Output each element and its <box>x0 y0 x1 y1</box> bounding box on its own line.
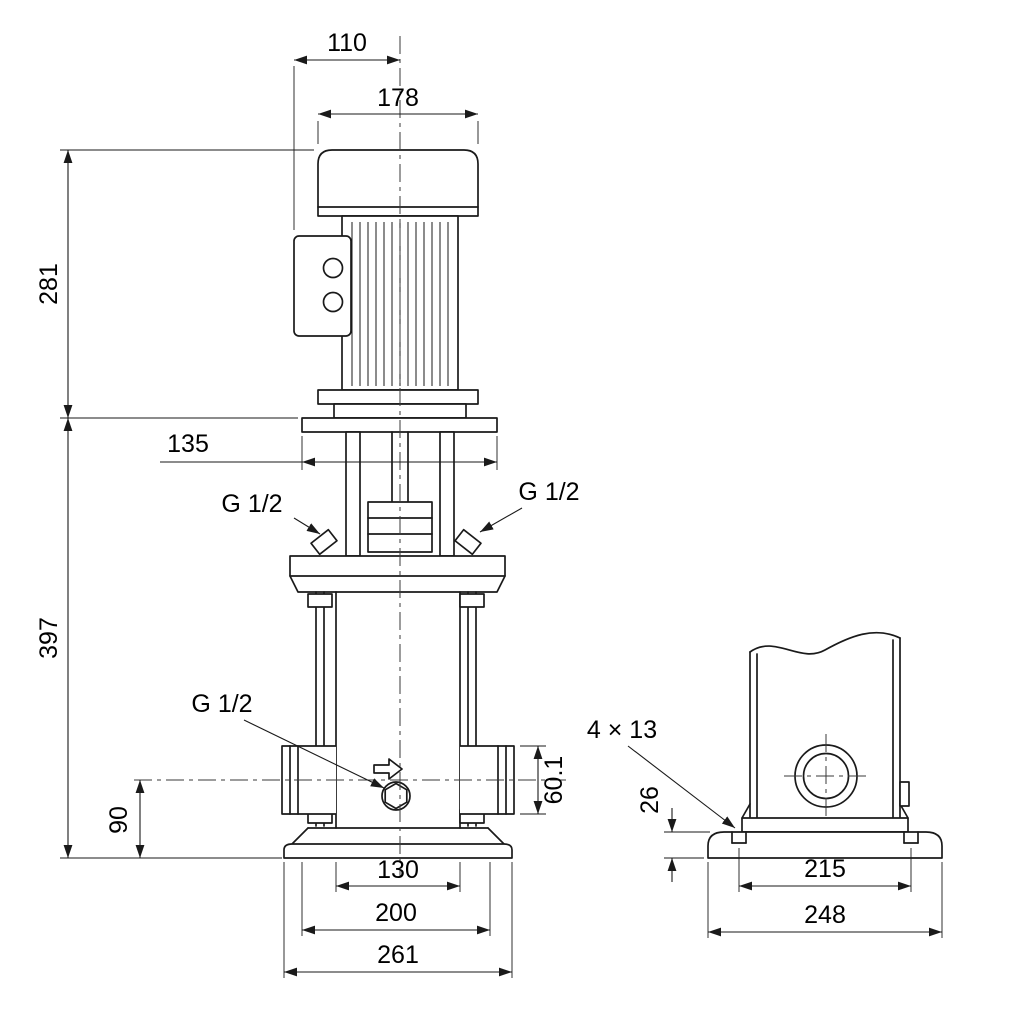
gauge-plug-left <box>310 528 338 556</box>
dim-397-label: 397 <box>35 617 63 659</box>
bolt-holes-label: 4 × 13 <box>587 716 657 744</box>
dim-215-label: 215 <box>804 855 846 883</box>
dim-130-label: 130 <box>377 856 419 884</box>
dim-281-label: 281 <box>35 263 63 305</box>
g12-left-label: G 1/2 <box>221 490 282 518</box>
dim-60-1-label: 60.1 <box>540 756 568 805</box>
dim-215: 215 <box>738 848 912 892</box>
lantern-column-right <box>439 431 455 557</box>
dim-248-label: 248 <box>804 901 846 929</box>
motor <box>293 149 498 433</box>
sleeve-end <box>741 631 910 833</box>
motor-flange <box>317 389 479 405</box>
flow-arrow-icon <box>373 758 403 780</box>
nameplate-tab <box>899 781 910 807</box>
dim-135-label: 135 <box>167 430 209 458</box>
dim-130: 130 <box>335 856 461 892</box>
base-support <box>741 817 909 833</box>
dim-281: 281 <box>35 149 314 419</box>
label-g12-drain: G 1/2 <box>191 690 385 789</box>
staybolt-nut <box>307 593 333 608</box>
dim-90-label: 90 <box>105 806 133 834</box>
dim-261: 261 <box>283 862 513 978</box>
dim-90: 90 <box>105 780 145 858</box>
front-view: 110 178 281 397 135 90 <box>35 29 580 978</box>
cable-gland-bottom <box>322 291 344 313</box>
lantern-column-left <box>345 431 361 557</box>
dim-110-label: 110 <box>327 29 367 57</box>
dim-178: 178 <box>317 84 479 144</box>
bolt-slot-left <box>731 831 747 844</box>
dim-200: 200 <box>301 862 491 936</box>
motor-fins <box>351 222 449 386</box>
end-view: 4 × 13 26 215 248 <box>587 631 943 938</box>
label-bolt-holes: 4 × 13 <box>587 716 736 829</box>
port-circle <box>784 734 868 818</box>
staybolt-nut <box>459 593 485 608</box>
drain-plug <box>381 781 411 811</box>
dim-135: 135 <box>160 430 498 470</box>
base-end <box>707 831 943 859</box>
dim-26-label: 26 <box>636 786 664 814</box>
cable-gland-top <box>322 257 344 279</box>
dim-200-label: 200 <box>375 899 417 927</box>
dim-248: 248 <box>707 862 943 938</box>
g12-right-label: G 1/2 <box>518 478 579 506</box>
dim-60-1: 60.1 <box>520 745 568 815</box>
dim-26: 26 <box>636 786 710 882</box>
gauge-plug-right <box>454 528 482 556</box>
dim-178-label: 178 <box>377 84 419 112</box>
g12-drain-label: G 1/2 <box>191 690 252 718</box>
dim-397: 397 <box>35 418 282 859</box>
dim-110: 110 <box>293 29 400 230</box>
fan-cover <box>317 149 479 217</box>
terminal-box <box>293 235 352 337</box>
dim-261-label: 261 <box>377 941 419 969</box>
pump-head <box>289 555 506 593</box>
bolt-slot-right <box>903 831 919 844</box>
label-g12-right: G 1/2 <box>479 478 580 533</box>
label-g12-left: G 1/2 <box>221 490 321 535</box>
base-front <box>283 827 513 859</box>
